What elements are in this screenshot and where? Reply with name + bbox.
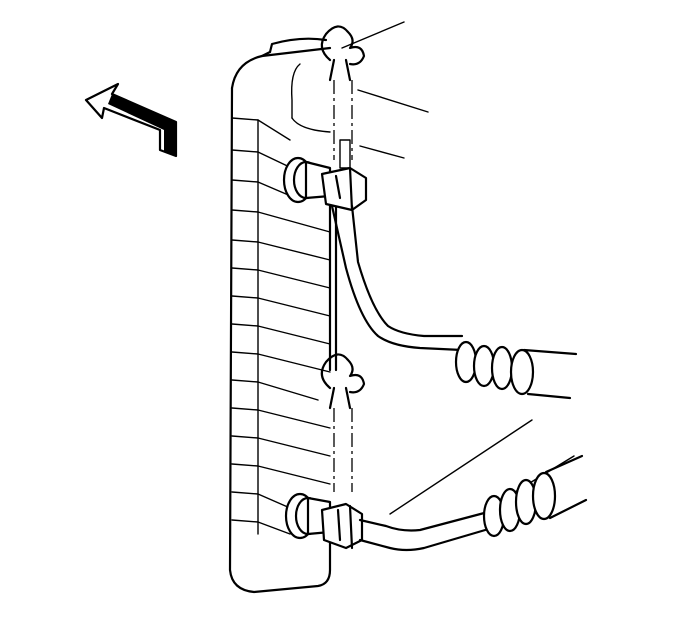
lower-cooler-line-fitting [284,492,364,550]
upper-retaining-clip [320,25,366,169]
direction-arrow-icon [84,82,178,158]
upper-cooler-hose [454,340,578,400]
upper-cooler-line-fitting [282,156,368,212]
radiator-tank [228,37,338,594]
lower-retaining-clip [320,353,366,492]
lower-cooler-hose [482,454,588,538]
radiator-fins [231,117,331,535]
upper-cooler-line [330,204,464,352]
upper-hose-top [341,21,429,159]
